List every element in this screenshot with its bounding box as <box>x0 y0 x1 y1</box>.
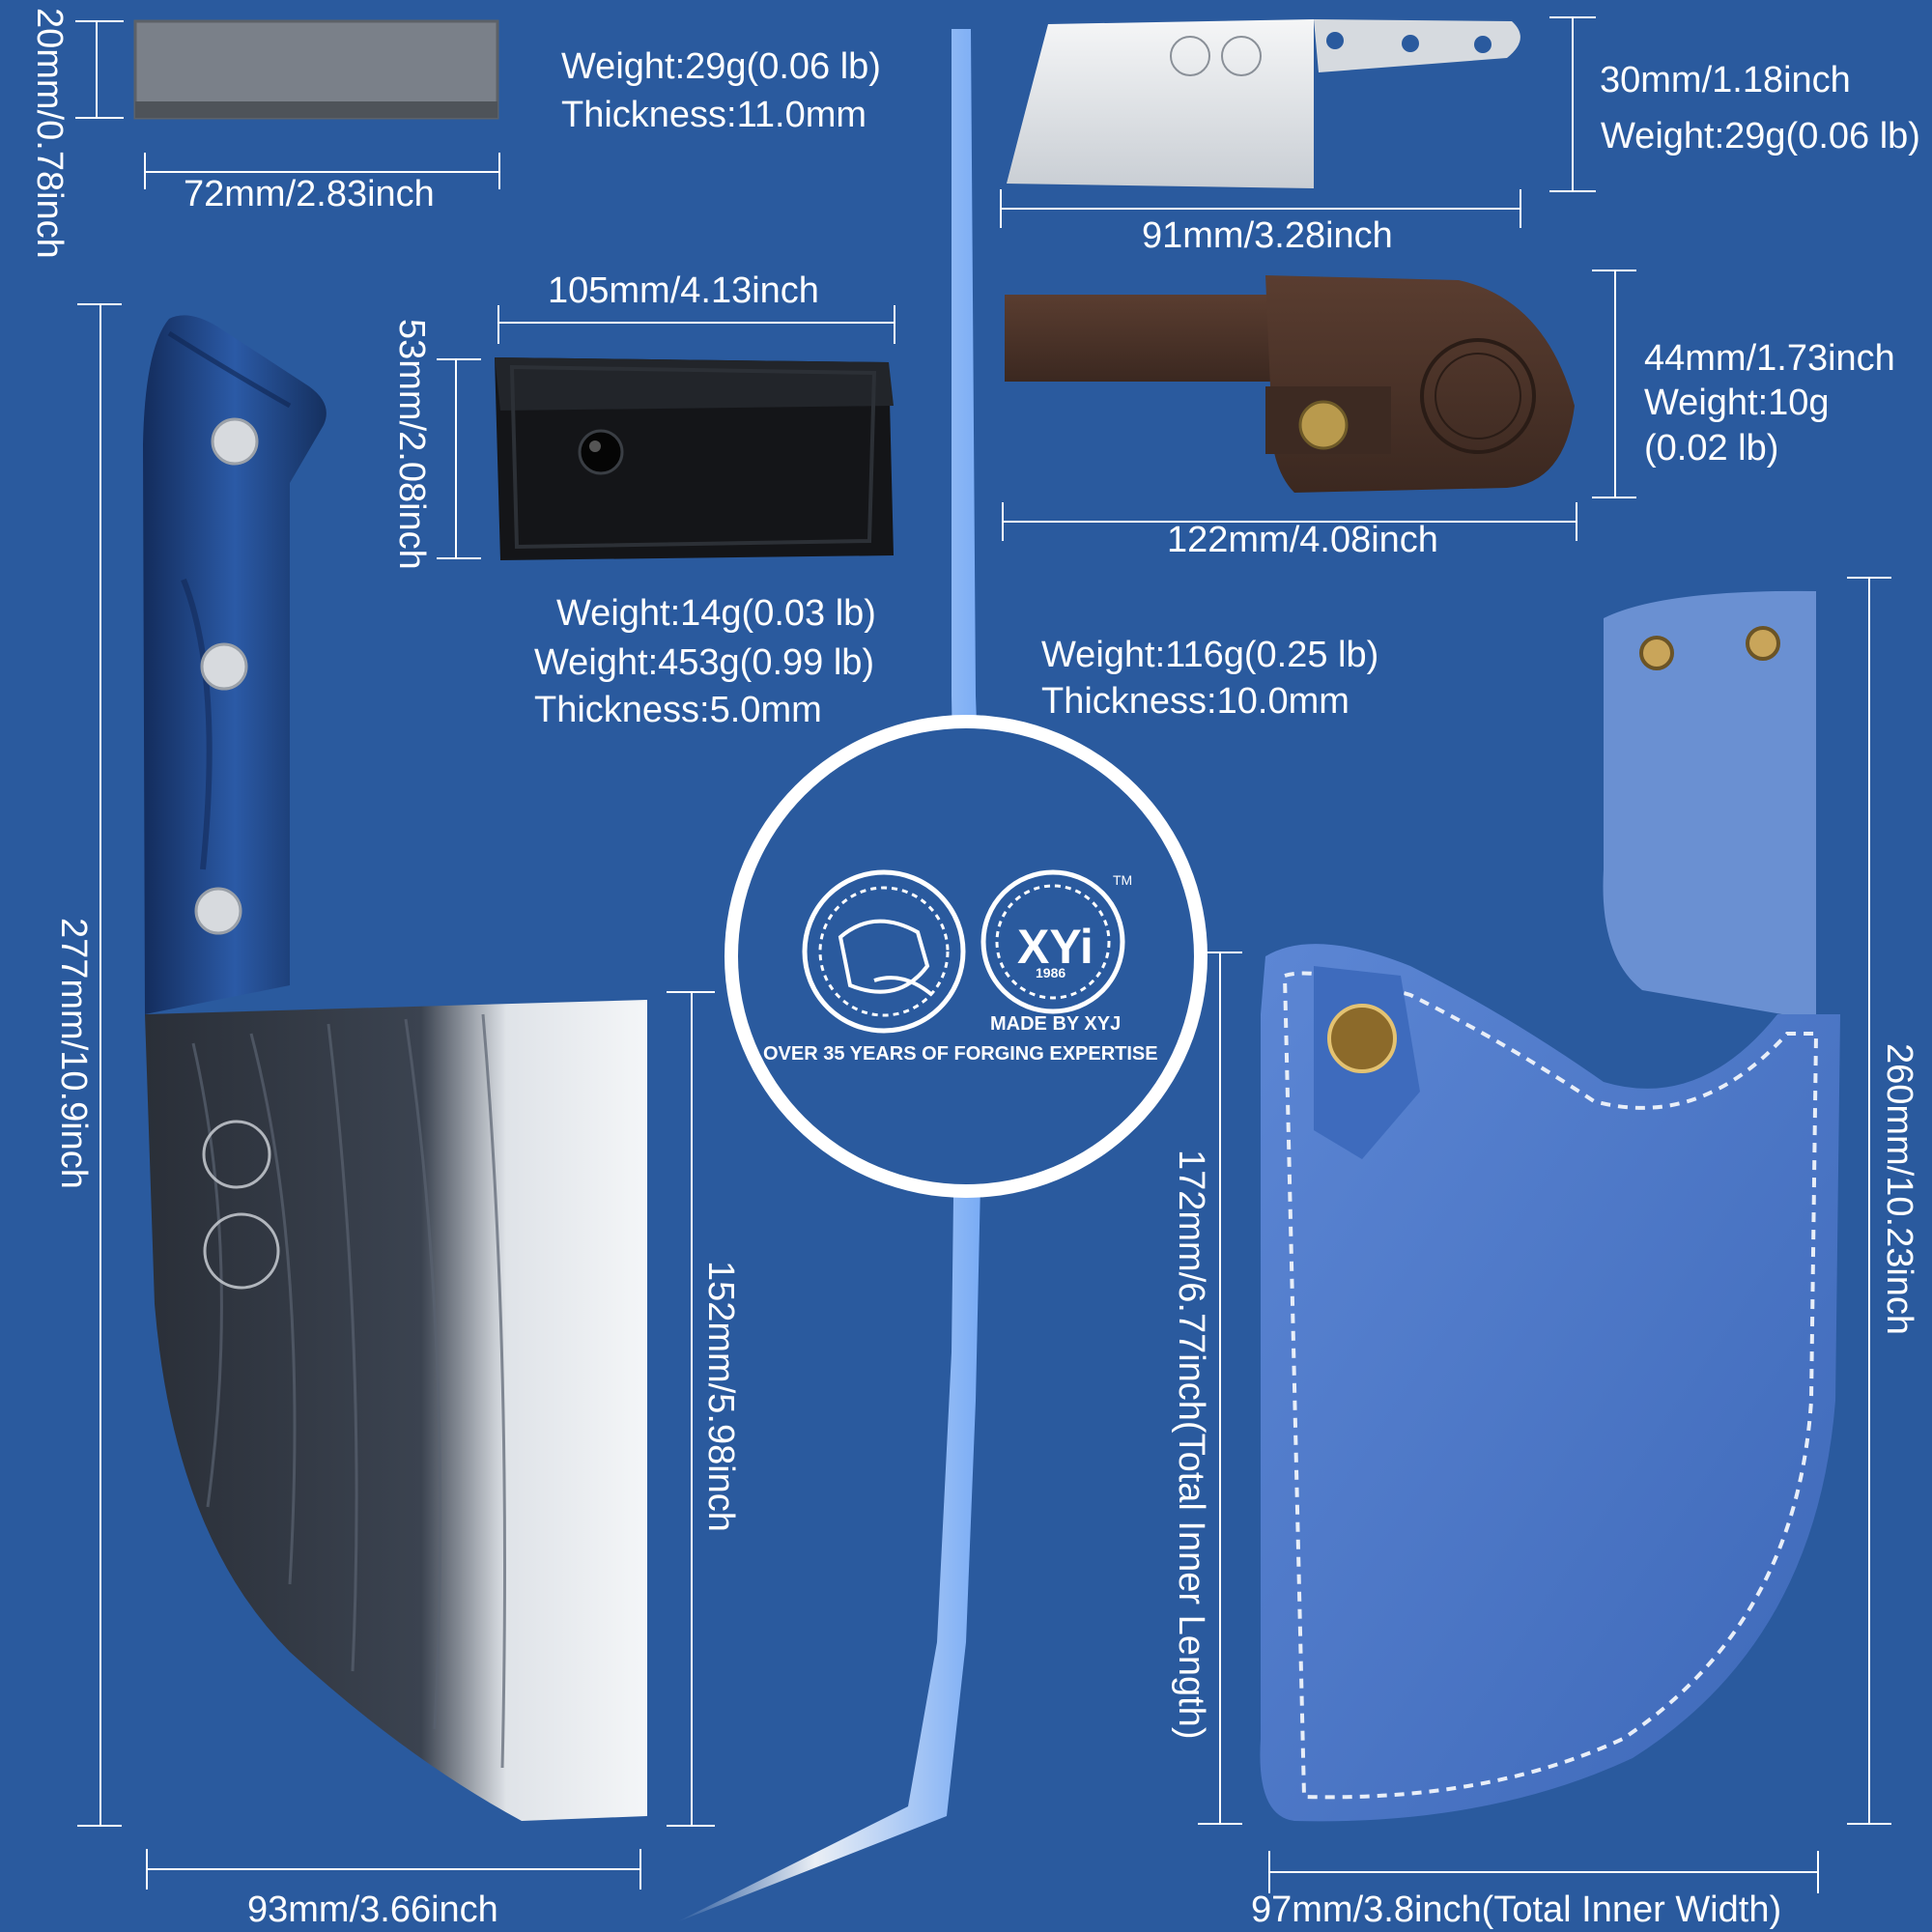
main-cleaver-image <box>143 315 647 1821</box>
small-sheath-height-line <box>1592 270 1636 498</box>
small-sheath-image <box>1005 275 1575 493</box>
central-divider <box>676 29 985 1922</box>
big-sheath-inner-length-label: 172mm/6.77inch(Total Inner Length) <box>1171 1150 1211 1740</box>
forging-logo-emblem <box>802 869 966 1034</box>
big-sheath-inner-width-label: 97mm/3.8inch(Total Inner Width) <box>1251 1889 1782 1930</box>
pouch-width-line <box>497 305 895 344</box>
small-sheath-width-label: 122mm/4.08inch <box>1167 520 1438 560</box>
big-sheath-image <box>1260 590 1840 1822</box>
xyj-logo-emblem <box>980 869 1125 1014</box>
pouch-weight: Weight:14g(0.03 lb) <box>556 593 876 634</box>
brand-badge <box>724 715 1208 1198</box>
big-sheath-weight: Weight:116g(0.25 lb) <box>1041 635 1379 675</box>
big-sheath-total-height-label: 260mm/10.23inch <box>1879 1043 1919 1336</box>
small-knife-height-label: 30mm/1.18inch <box>1600 60 1851 100</box>
small-knife-weight: Weight:29g(0.06 lb) <box>1601 116 1920 156</box>
cleaver-width-line <box>146 1849 641 1889</box>
small-knife-height-line <box>1549 16 1596 192</box>
whetstone-width-label: 72mm/2.83inch <box>184 174 435 214</box>
big-sheath-thickness: Thickness:10.0mm <box>1041 681 1350 722</box>
badge-tagline: OVER 35 YEARS OF FORGING EXPERTISE <box>763 1043 1158 1065</box>
whetstone-height-label: 20mm/0.78inch <box>29 8 70 259</box>
blade-logo-stamp <box>202 1120 280 1290</box>
cleaver-blade-length-label: 152mm/5.98inch <box>700 1261 741 1532</box>
whetstone-image <box>133 19 499 120</box>
small-sheath-height-label: 44mm/1.73inch <box>1644 338 1895 379</box>
small-sheath-width-line <box>1002 502 1577 541</box>
pouch-height-label: 53mm/2.08inch <box>391 319 432 570</box>
big-sheath-total-height-line <box>1847 577 1891 1825</box>
small-sheath-weight-line2: (0.02 lb) <box>1644 428 1779 469</box>
badge-made-by: MADE BY XYJ <box>990 1013 1122 1035</box>
whetstone-height-line <box>75 20 124 119</box>
badge-logo-text: XYi <box>1017 920 1094 974</box>
whetstone-width-line <box>144 153 500 189</box>
small-knife-image <box>1007 19 1520 188</box>
big-sheath-inner-width-line <box>1268 1851 1819 1893</box>
cleaver-thickness: Thickness:5.0mm <box>534 690 822 730</box>
pouch-width-label: 105mm/4.13inch <box>548 270 819 311</box>
small-knife-width-line <box>1000 189 1521 228</box>
cleaver-width-label: 93mm/3.66inch <box>247 1889 498 1930</box>
cleaver-total-length-label: 277mm/10.9inch <box>53 918 94 1189</box>
pouch-height-line <box>437 358 481 559</box>
cleaver-total-length-line <box>77 303 122 1827</box>
badge-logo-year: 1986 <box>1036 965 1066 980</box>
cleaver-blade-length-line <box>667 991 715 1827</box>
badge-trademark: TM <box>1113 872 1133 888</box>
cleaver-weight: Weight:453g(0.99 lb) <box>534 642 875 683</box>
nylon-pouch-image <box>495 357 894 560</box>
whetstone-weight: Weight:29g(0.06 lb) <box>561 46 881 87</box>
small-knife-width-label: 91mm/3.28inch <box>1142 215 1393 256</box>
small-sheath-weight-line1: Weight:10g <box>1644 383 1830 423</box>
whetstone-thickness: Thickness:11.0mm <box>561 95 867 135</box>
